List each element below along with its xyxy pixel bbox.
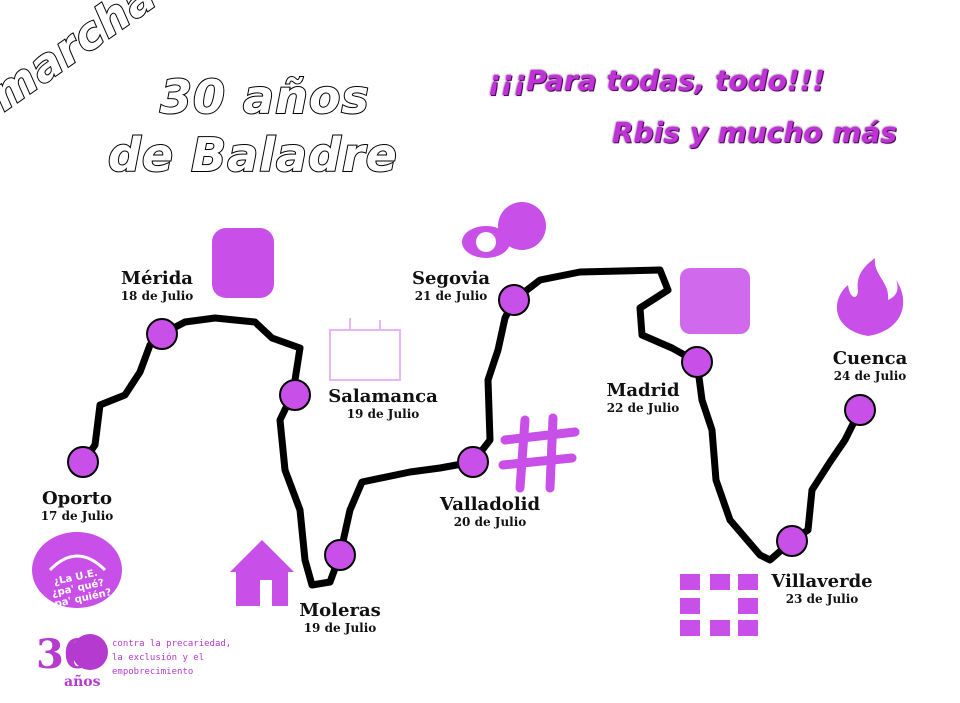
stop-name: Oporto (41, 488, 113, 509)
stop-dot-oporto (67, 446, 99, 478)
stop-valladolid: Valladolid 20 de Julio (425, 494, 555, 529)
stop-name: Villaverde (771, 571, 873, 592)
stop-date: 19 de Julio (346, 407, 420, 421)
logo-30-icon: 30 años (36, 631, 108, 690)
stop-segovia: Segovia 21 de Julio (396, 268, 506, 303)
stop-date: 17 de Julio (40, 509, 114, 523)
stop-dot-moleras (324, 539, 356, 571)
stop-dot-villaverde (776, 525, 808, 557)
house-icon (230, 540, 294, 606)
logo-tagline: contra la precariedad, la exclusión y el… (112, 639, 232, 677)
stop-cuenca: Cuenca 24 de Julio (815, 348, 925, 383)
stop-salamanca: Salamanca 19 de Julio (318, 386, 448, 421)
stop-name: Salamanca (328, 386, 438, 407)
stop-dot-salamanca (279, 379, 311, 411)
stop-dot-cuenca (844, 394, 876, 426)
stop-name: Cuenca (832, 348, 908, 369)
stop-madrid: Madrid 22 de Julio (588, 380, 698, 415)
stop-villaverde: Villaverde 23 de Julio (762, 571, 882, 606)
fire-icon (836, 258, 904, 336)
stop-dot-valladolid (457, 446, 489, 478)
stop-date: 19 de Julio (303, 621, 377, 635)
stop-markers (67, 284, 876, 571)
title-30-anos: 30 años (159, 69, 370, 125)
stop-dot-segovia (498, 284, 530, 316)
stop-date: 23 de Julio (785, 592, 859, 606)
stop-name: Mérida (121, 268, 193, 289)
factory-icon (329, 318, 401, 381)
hashtag-icon (498, 413, 580, 493)
fists-icon (680, 268, 750, 334)
stop-name: Madrid (606, 380, 680, 401)
stop-name: Segovia (411, 268, 490, 289)
arrows-icon (680, 574, 758, 636)
stop-date: 21 de Julio (414, 289, 488, 303)
stop-date: 22 de Julio (606, 401, 680, 415)
svg-text:años: años (64, 673, 101, 690)
stop-dot-merida (146, 318, 178, 350)
slogan-para-todas: ¡¡¡Para todas, todo!!! (488, 64, 826, 97)
stop-date: 20 de Julio (453, 515, 527, 529)
tomato-icon (462, 202, 546, 258)
stop-moleras: Moleras 19 de Julio (285, 600, 395, 635)
slogan-rbis: Rbis y mucho más (612, 116, 897, 149)
stop-date: 18 de Julio (120, 289, 194, 303)
stop-date: 24 de Julio (833, 369, 907, 383)
stop-merida: Mérida 18 de Julio (102, 268, 212, 303)
title-baladre: de Baladre (107, 127, 398, 183)
eu-badge-icon (32, 532, 122, 608)
stop-name: Valladolid (439, 494, 541, 515)
stop-name: Moleras (299, 600, 381, 621)
stop-dot-madrid (681, 346, 713, 378)
protest-people-icon (212, 228, 274, 298)
stop-oporto: Oporto 17 de Julio (22, 488, 132, 523)
